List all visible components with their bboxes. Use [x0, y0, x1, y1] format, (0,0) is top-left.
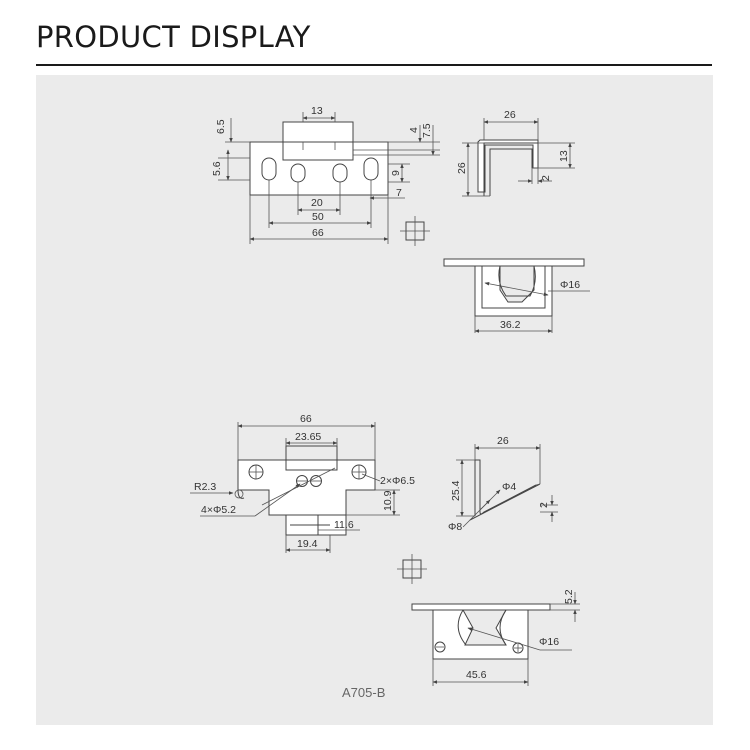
title-divider: [36, 64, 712, 66]
dim-7-5: 7.5: [421, 123, 433, 138]
bottom-dim-36-2: 36.2: [500, 319, 521, 331]
dim-13: 13: [311, 105, 323, 117]
dim-20: 20: [311, 197, 323, 209]
lower-side-dim-25-4: 25.4: [450, 480, 462, 501]
side-dim-26h: 26: [456, 162, 468, 174]
lower-side-dim-26: 26: [497, 435, 509, 447]
lower-side-dim-phi8: Φ8: [448, 521, 462, 533]
lower-dim-23-65: 23.65: [295, 431, 321, 443]
dim-7: 7: [396, 187, 402, 199]
lower-side-dim-phi4: Φ4: [502, 481, 516, 493]
lower-dim-2xphi6-5: 2×Φ6.5: [380, 475, 415, 487]
lower-side-view: 26 25.4 Φ4 Φ8 2: [448, 435, 558, 533]
lower-bottom-dim-45-6: 45.6: [466, 669, 487, 681]
lower-front-view: 66 23.65 R2.3 2×Φ6.5 4×Φ5.2 10.9 11.6 19…: [190, 413, 415, 553]
lower-bottom-dim-5-2: 5.2: [563, 589, 575, 604]
side-dim-13: 13: [558, 150, 570, 162]
page-title: PRODUCT DISPLAY: [36, 20, 311, 54]
projection-symbol-lower: [397, 554, 427, 584]
dim-9: 9: [390, 170, 402, 176]
lower-dim-66: 66: [300, 413, 312, 425]
dim-6-5: 6.5: [215, 119, 227, 134]
dim-66: 66: [312, 227, 324, 239]
projection-symbol-top: [400, 216, 430, 246]
dim-50: 50: [312, 211, 324, 223]
lower-dim-19-4: 19.4: [297, 538, 318, 550]
dim-4: 4: [408, 127, 420, 133]
lower-dim-4xphi5-2: 4×Φ5.2: [201, 504, 236, 516]
model-caption: A705-B: [342, 685, 385, 700]
lower-dim-r2-3: R2.3: [194, 481, 216, 493]
top-side-view: 26 26 13 2: [456, 109, 575, 197]
bottom-dim-phi16: Φ16: [560, 279, 580, 291]
side-dim-26w: 26: [504, 109, 516, 121]
side-dim-2: 2: [540, 175, 552, 181]
lower-dim-10-9: 10.9: [382, 490, 394, 511]
lower-bottom-view: Φ16 5.2 45.6: [411, 589, 580, 686]
lower-bottom-dim-phi16: Φ16: [539, 636, 559, 648]
top-bottom-view: Φ16 36.2: [443, 258, 590, 333]
lower-side-dim-2: 2: [538, 502, 550, 508]
dim-5-6: 5.6: [211, 161, 223, 176]
top-front-view: 13 6.5 4 7.5 5.6 9 20 50 7 66: [211, 105, 440, 244]
lower-dim-11-6: 11.6: [334, 519, 354, 531]
